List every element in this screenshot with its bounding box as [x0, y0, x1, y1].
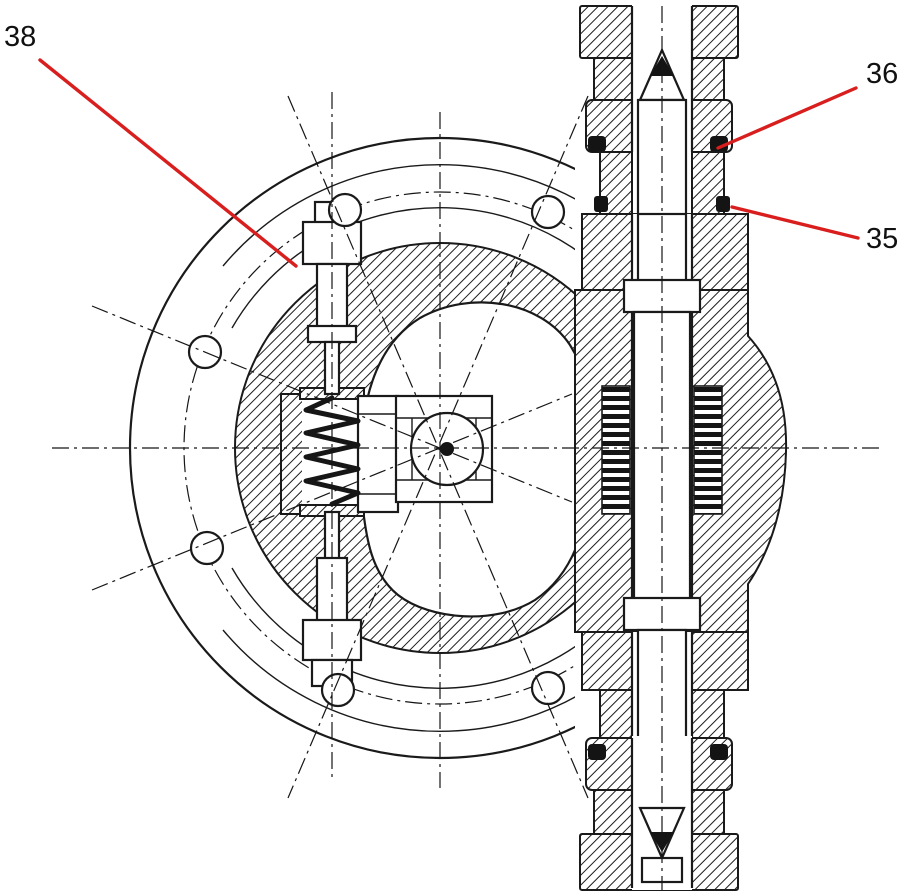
callout-leader-36 [716, 86, 858, 150]
hub-center-dot [440, 442, 454, 456]
diagonal-centerline-3 [91, 305, 573, 503]
callouts: 38 36 35 [4, 21, 898, 268]
bolt-hole-top-right [530, 194, 566, 230]
diagonal-centerline-4 [91, 393, 573, 591]
bolt-hole-bottom-left [320, 672, 356, 708]
hub-bracket-arm [356, 394, 400, 514]
seal-ring-bottom-right [710, 744, 728, 760]
seal-ring-36-left [588, 136, 606, 152]
centerlines [52, 6, 882, 890]
bolt-hole-top-left [327, 192, 363, 228]
callout-label-35: 35 [866, 223, 898, 255]
diagonal-centerline-1 [287, 95, 589, 799]
callout-label-36: 36 [866, 58, 898, 90]
seal-ring-35-left [594, 196, 608, 212]
lower-bonnet-neck-left [599, 689, 633, 739]
lower-bonnet-neck-right [691, 689, 725, 739]
packing-stack-right [693, 385, 723, 515]
body-wall-right [691, 289, 788, 633]
bolt-hole-left-lower [189, 530, 225, 566]
packing-stack-left [601, 385, 631, 515]
stem-tip-mark-bottom [650, 832, 674, 852]
diagonal-centerline-2 [287, 95, 589, 799]
seal-ring-bottom-left [588, 744, 606, 760]
seal-ring-36-right [710, 136, 728, 152]
callout-leader-38 [38, 58, 298, 268]
seal-ring-35-right [716, 196, 730, 212]
callout-label-38: 38 [4, 21, 36, 53]
callout-leader-35 [730, 205, 860, 240]
